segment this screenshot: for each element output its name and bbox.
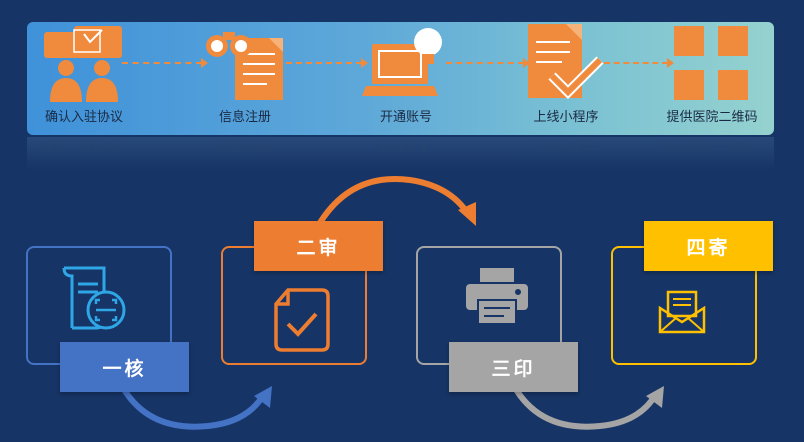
curved-arrow-bottom-left [119,384,272,430]
tag-review: 二审 [254,221,383,271]
envelope-letter-icon [658,290,706,334]
reflection-label-2: 信息注册 [217,137,270,152]
connector-arrow [286,58,368,68]
binoculars-document-icon [206,32,283,100]
step-label-4: 上线小程序 [533,110,599,125]
banner-reflection: 确认入驻协议 信息注册 开通账号 上线小程序 提供医院二维码 [27,137,774,171]
qr-grid-icon [674,26,748,100]
printer-icon [466,268,528,325]
step-label-5: 提供医院二维码 [666,110,758,125]
curved-arrow-top [315,176,476,228]
connector-arrow [446,58,530,68]
document-check-icon [528,24,604,100]
connector-arrow [122,58,208,68]
reflection-label-1: 确认入驻协议 [41,137,120,152]
meeting-icon [44,26,122,102]
reflection-label-3: 开通账号 [379,137,432,152]
file-check-icon [274,288,330,352]
scroll-scan-icon [62,266,126,330]
laptop-lightbulb-icon [362,28,442,96]
reflection-label-5: 提供医院二维码 [661,137,753,152]
curved-arrow-bottom-right [511,384,664,430]
step-label-2: 信息注册 [218,110,272,125]
step-label-3: 开通账号 [379,110,433,125]
tag-print: 三印 [449,342,578,392]
tag-mail: 四寄 [644,221,773,271]
step-label-1: 确认入驻协议 [44,110,124,125]
connector-arrow [604,58,674,68]
reflection-label-4: 上线小程序 [531,137,597,152]
tag-verify: 一核 [60,342,189,392]
